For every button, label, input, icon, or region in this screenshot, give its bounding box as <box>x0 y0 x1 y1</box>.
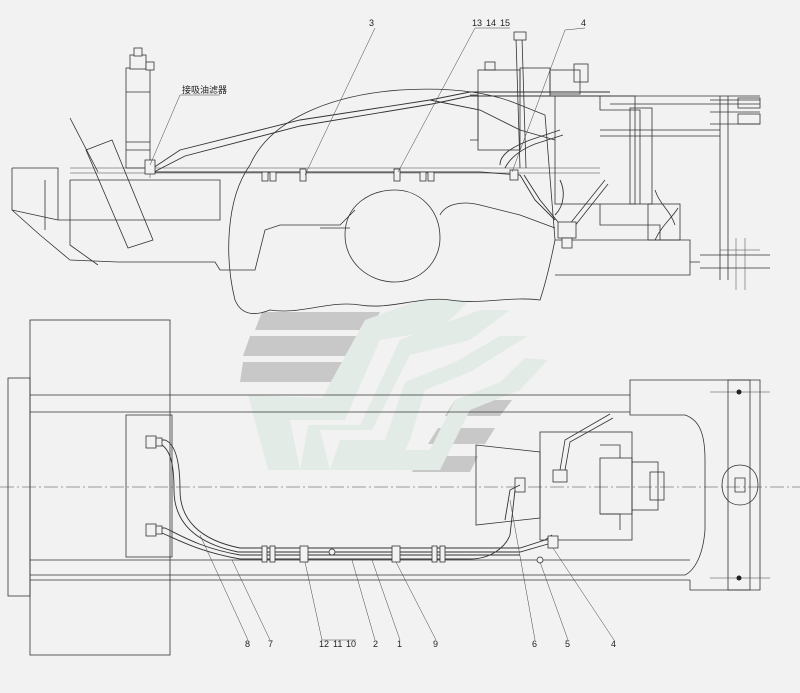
callout-6: 6 <box>532 639 537 649</box>
hydraulic-tank <box>125 67 151 169</box>
callout-7: 7 <box>268 639 273 649</box>
callout-top-14: 14 <box>486 18 496 28</box>
callout-top-3: 3 <box>369 18 374 28</box>
leader-1 <box>371 559 401 641</box>
callout-9: 9 <box>433 639 438 649</box>
tilt-cylinder <box>85 139 154 249</box>
engine-plan <box>539 431 633 541</box>
wheel-opening <box>344 189 441 283</box>
callout-12: 12 <box>319 639 329 649</box>
callout-top-4: 4 <box>581 18 586 28</box>
callout-10: 10 <box>346 639 356 649</box>
callout-11: 11 <box>333 639 342 649</box>
tank-annotation: 接吸油滤器 <box>182 84 227 95</box>
leader-3 <box>304 27 376 176</box>
pump-housing <box>477 69 521 151</box>
watermark-logo <box>240 300 548 472</box>
callout-2: 2 <box>373 639 378 649</box>
leader-8 <box>199 534 249 641</box>
leader-4-top <box>511 27 586 173</box>
leader-12-11-10 <box>304 561 356 641</box>
leader-13-14-15 <box>397 27 510 173</box>
leader-9 <box>395 561 437 641</box>
fender-outline <box>228 88 556 314</box>
plan-view: 8 7 12 11 10 2 1 9 6 5 4 <box>0 319 800 656</box>
side-elevation-view: 接吸油滤器 3 <box>11 18 770 314</box>
leader-6 <box>509 499 536 641</box>
leader-4-bottom <box>552 547 615 641</box>
callout-top-15: 15 <box>500 18 510 28</box>
leader-2 <box>351 559 376 641</box>
tank-plan <box>125 414 173 558</box>
counterweight-block <box>29 319 171 656</box>
bell-housing <box>475 444 541 526</box>
callout-top-13: 13 <box>472 18 482 28</box>
leader-5 <box>539 561 569 641</box>
callout-1: 1 <box>397 639 402 649</box>
engine-block <box>554 95 636 205</box>
leader-7 <box>231 559 271 641</box>
callout-5: 5 <box>565 639 570 649</box>
callout-4-bottom: 4 <box>611 639 616 649</box>
callout-8: 8 <box>245 639 250 649</box>
